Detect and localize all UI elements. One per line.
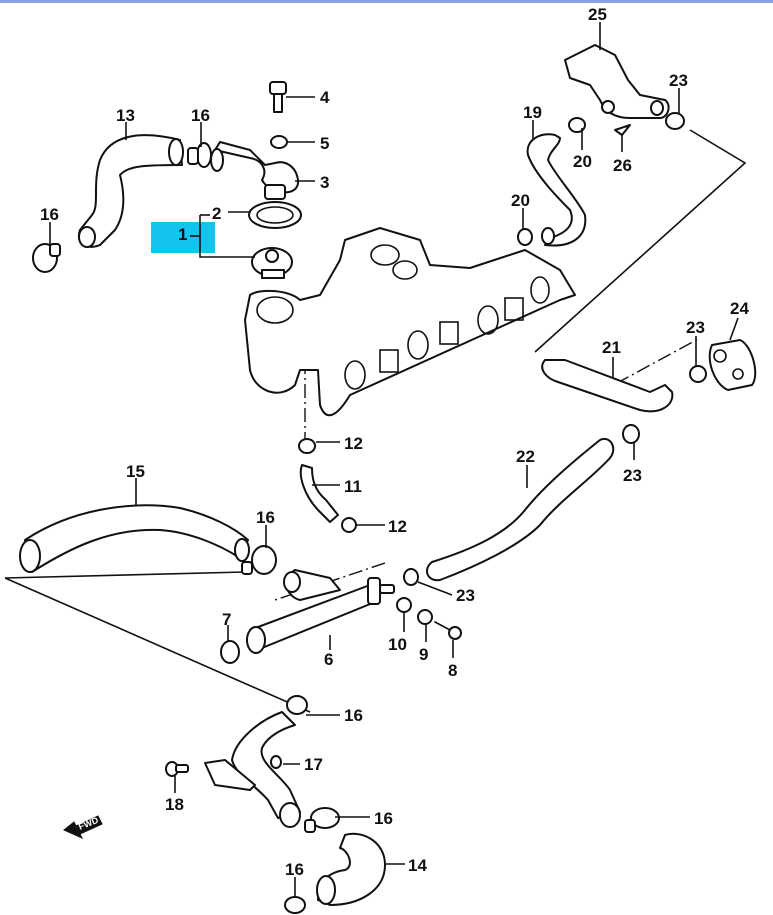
callout-15[interactable]: 15 bbox=[126, 462, 145, 481]
part-9-washer[interactable] bbox=[417, 609, 433, 625]
intake-manifold bbox=[244, 227, 576, 417]
part-8-bolt[interactable] bbox=[434, 621, 462, 640]
callout-9[interactable]: 9 bbox=[419, 645, 428, 664]
callout-1-highlight bbox=[151, 222, 215, 253]
callout-14[interactable]: 14 bbox=[408, 856, 427, 875]
part-3-thermostat-cap[interactable] bbox=[210, 141, 300, 200]
part-14-hose[interactable] bbox=[316, 832, 386, 906]
callout-20[interactable]: 20 bbox=[511, 191, 530, 210]
forward-direction-icon: FWD bbox=[63, 815, 103, 840]
part-1-thermostat[interactable] bbox=[251, 247, 293, 279]
lower-water-pipe[interactable] bbox=[204, 711, 301, 828]
part-7-o-ring[interactable] bbox=[220, 640, 240, 664]
part-4-bolt[interactable] bbox=[269, 81, 287, 113]
part-16-clamp[interactable] bbox=[284, 896, 306, 914]
part-12-clamp[interactable] bbox=[341, 517, 357, 533]
callout-8[interactable]: 8 bbox=[448, 661, 457, 680]
part-24-cover[interactable] bbox=[708, 339, 757, 391]
callout-16[interactable]: 16 bbox=[40, 205, 59, 224]
part-22-hose[interactable] bbox=[425, 437, 615, 582]
callout-25[interactable]: 25 bbox=[588, 5, 607, 24]
part-16-clamp[interactable] bbox=[32, 243, 61, 273]
part-23-clamp[interactable] bbox=[689, 365, 707, 383]
part-19-hose[interactable] bbox=[526, 133, 587, 247]
part-16-clamp[interactable] bbox=[241, 545, 277, 575]
callout-23[interactable]: 23 bbox=[669, 71, 688, 90]
assembly-boundary-line bbox=[4, 571, 246, 579]
callout-24[interactable]: 24 bbox=[730, 299, 749, 318]
part-10-washer[interactable] bbox=[396, 597, 412, 613]
callout-10[interactable]: 10 bbox=[388, 635, 407, 654]
callout-6[interactable]: 6 bbox=[324, 650, 333, 669]
part-21-hose[interactable] bbox=[541, 359, 674, 413]
part-5-washer[interactable] bbox=[270, 135, 288, 149]
callout-16[interactable]: 16 bbox=[285, 860, 304, 879]
part-16-clamp[interactable] bbox=[304, 807, 340, 833]
assembly-boundary-line bbox=[4, 577, 311, 713]
callout-7[interactable]: 7 bbox=[222, 610, 231, 629]
pipe-bracket bbox=[204, 759, 256, 791]
callout-3[interactable]: 3 bbox=[320, 173, 329, 192]
part-12-clamp[interactable] bbox=[298, 438, 316, 454]
part-25-fitting[interactable] bbox=[564, 44, 670, 119]
callout-23[interactable]: 23 bbox=[623, 466, 642, 485]
callout-23[interactable]: 23 bbox=[456, 586, 475, 605]
part-20-clamp[interactable] bbox=[517, 228, 533, 246]
part-2-gasket[interactable] bbox=[248, 201, 302, 229]
part-17-bolt[interactable] bbox=[270, 755, 282, 769]
callout-2[interactable]: 2 bbox=[212, 204, 221, 223]
assembly-boundary-line bbox=[534, 129, 747, 353]
part-23-clamp[interactable] bbox=[622, 424, 640, 444]
callout-11[interactable]: 11 bbox=[344, 477, 362, 496]
part-20-clamp[interactable] bbox=[568, 117, 586, 133]
callout-22[interactable]: 22 bbox=[516, 447, 535, 466]
part-11-hose[interactable] bbox=[299, 464, 339, 523]
part-6-pipe[interactable] bbox=[246, 569, 395, 654]
header-bar bbox=[0, 0, 773, 3]
callout-17[interactable]: 17 bbox=[304, 755, 323, 774]
callout-16[interactable]: 16 bbox=[374, 809, 393, 828]
callout-18[interactable]: 18 bbox=[165, 795, 184, 814]
callout-13[interactable]: 13 bbox=[116, 106, 135, 125]
part-16-clamp[interactable] bbox=[187, 142, 212, 168]
callout-12[interactable]: 12 bbox=[388, 517, 407, 536]
callout-23[interactable]: 23 bbox=[686, 318, 705, 337]
callout-4[interactable]: 4 bbox=[320, 88, 330, 107]
callout-16[interactable]: 16 bbox=[344, 706, 363, 725]
part-23-clamp[interactable] bbox=[665, 112, 685, 130]
callout-5[interactable]: 5 bbox=[320, 134, 329, 153]
callout-16[interactable]: 16 bbox=[256, 508, 275, 527]
callout-1[interactable]: 1 bbox=[178, 225, 187, 244]
callout-21[interactable]: 21 bbox=[602, 338, 621, 357]
part-18-bolt[interactable] bbox=[165, 761, 189, 777]
callout-12[interactable]: 12 bbox=[344, 434, 363, 453]
leader-lines bbox=[49, 22, 739, 896]
part-13-hose[interactable] bbox=[77, 134, 184, 248]
callout-16[interactable]: 16 bbox=[191, 106, 210, 125]
part-26-pin[interactable] bbox=[614, 124, 631, 136]
callout-20[interactable]: 20 bbox=[573, 152, 592, 171]
part-16-clamp[interactable] bbox=[286, 695, 308, 715]
callout-19[interactable]: 19 bbox=[523, 103, 542, 122]
part-23-clamp[interactable] bbox=[403, 568, 419, 586]
callout-26[interactable]: 26 bbox=[613, 156, 632, 175]
part-15-hose[interactable] bbox=[19, 504, 250, 573]
